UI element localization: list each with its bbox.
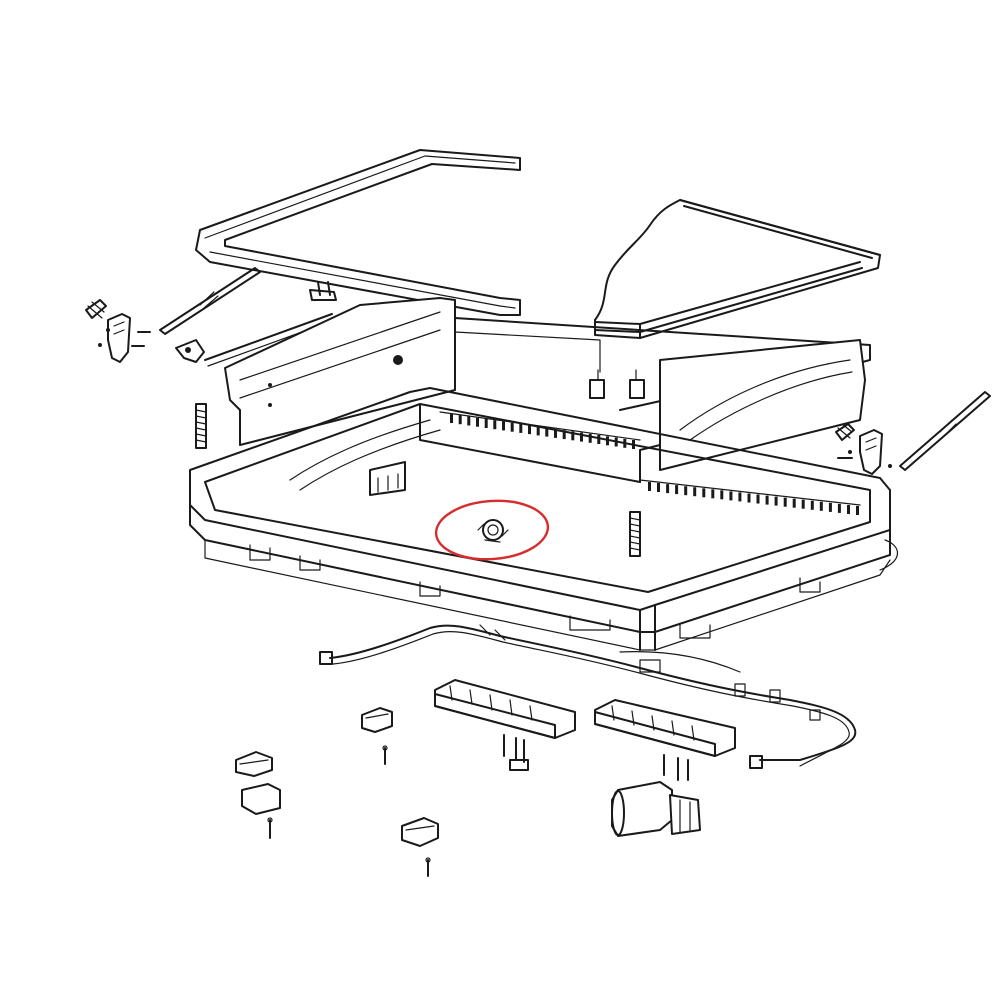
rack-tooth (632, 440, 635, 449)
rack-tooth (493, 420, 497, 430)
left-spring (195, 403, 207, 449)
rack-tooth (502, 421, 505, 431)
rack-tooth (458, 415, 462, 425)
rack-tooth (450, 414, 453, 423)
rack-tooth (729, 491, 733, 501)
highlighted-part (434, 499, 550, 561)
rack-tooth (747, 493, 751, 503)
rack-tooth (510, 422, 514, 432)
rack-tooth (711, 489, 715, 499)
rack-tooth (801, 499, 805, 509)
rack-tooth (774, 496, 778, 506)
rack-tooth (597, 435, 601, 444)
rack-tooth (702, 488, 706, 498)
clip-1 (361, 707, 393, 765)
rack-tooth (528, 425, 531, 435)
rack-tooth (792, 498, 796, 508)
rack-tooth (684, 486, 688, 496)
flyscreen-blind (594, 199, 881, 339)
rack-tooth (765, 495, 769, 505)
right-hinge-assembly (835, 391, 991, 475)
highlight-circle (434, 499, 550, 561)
rack-tooth (810, 500, 814, 510)
rack-tooth (476, 417, 479, 427)
rack-tooth (837, 503, 841, 513)
rack-tooth (657, 483, 660, 492)
inner-frame (224, 297, 871, 483)
rack-tooth (519, 423, 523, 433)
rack-tooth (571, 431, 575, 441)
rack-tooth (756, 494, 760, 504)
rack-tooth (783, 497, 787, 507)
rack-tooth (623, 438, 627, 448)
rack-tooth (819, 501, 823, 511)
rack-tooth (738, 492, 742, 502)
rack-tooth (562, 430, 566, 440)
right-gear-box (594, 699, 736, 781)
rack-tooth (847, 505, 850, 514)
rack-tooth (545, 427, 549, 437)
base-frame (189, 387, 899, 651)
rack-tooth (580, 432, 583, 442)
rack-tooth (536, 426, 540, 436)
clip-3 (401, 817, 439, 877)
left-hinge-assembly (85, 267, 337, 367)
left-gear-box (434, 679, 576, 771)
rack-tooth (675, 485, 679, 495)
rack-tooth (828, 502, 832, 512)
motor (611, 781, 701, 837)
rack-tooth (614, 437, 618, 447)
rack-tooth (467, 416, 471, 426)
gasket-frame (195, 149, 521, 316)
rear-rack-teeth (439, 411, 641, 449)
rack-tooth (554, 428, 557, 438)
rack-tooth (720, 490, 724, 500)
cable-loom (319, 624, 857, 769)
rack-tooth (484, 419, 488, 428)
rack-tooth (588, 433, 592, 443)
rack-tooth (648, 482, 651, 491)
rack-tooth (666, 484, 670, 494)
rack-tooth (693, 487, 697, 497)
rack-tooth (856, 506, 859, 515)
front-rack-teeth (639, 479, 861, 515)
clip-2 (235, 751, 281, 839)
rack-tooth (606, 436, 609, 446)
